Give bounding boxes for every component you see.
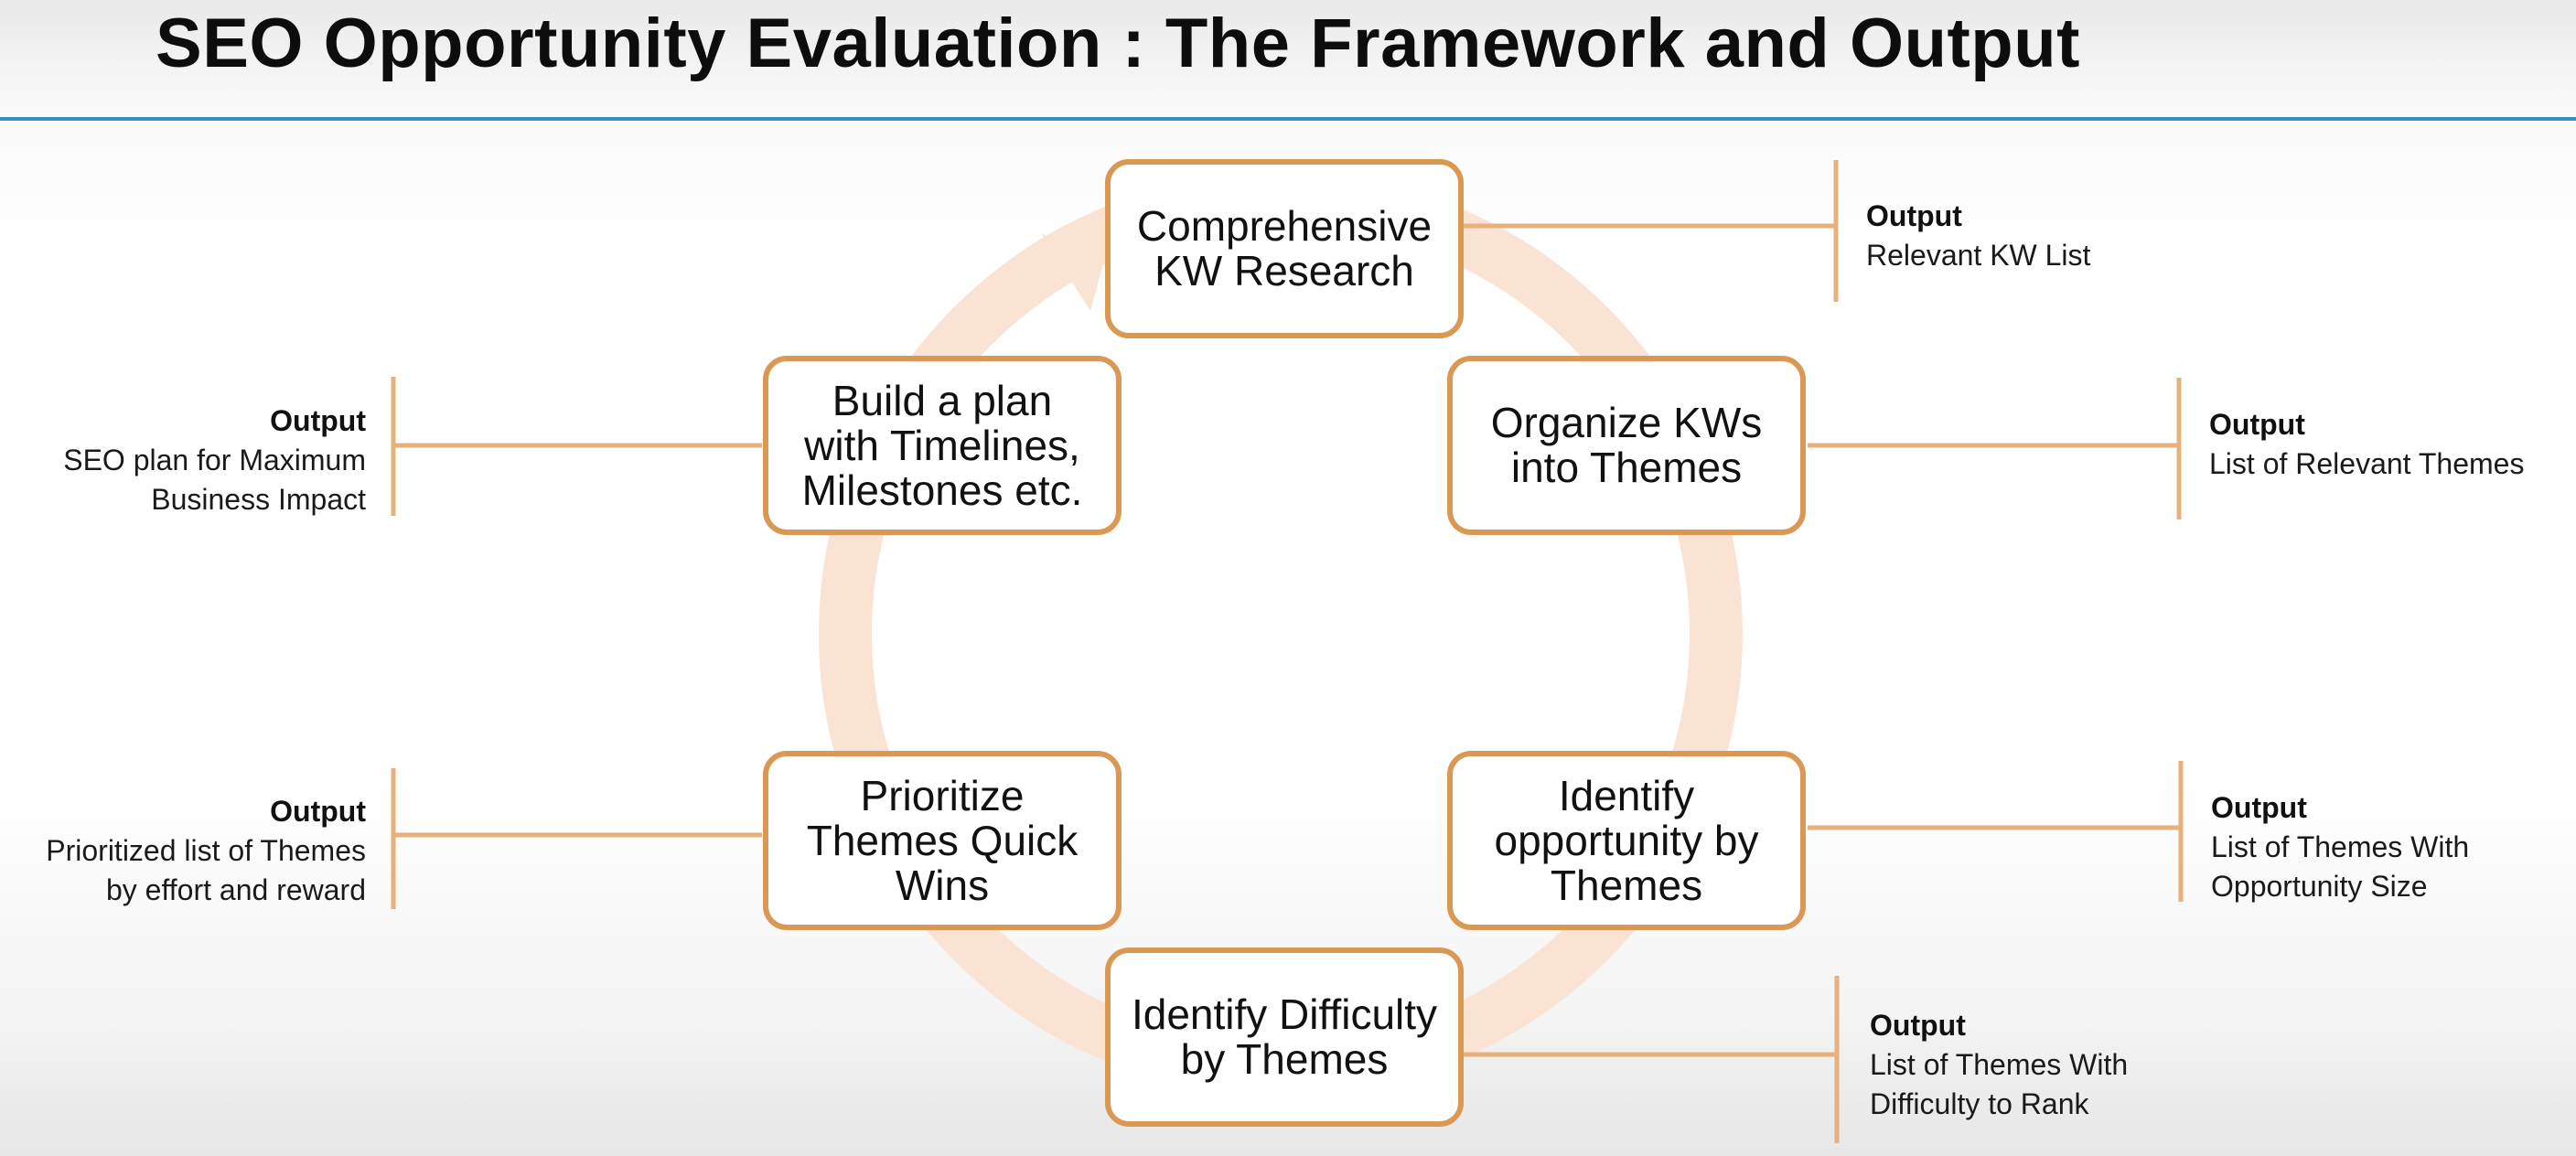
title-divider bbox=[0, 117, 2576, 121]
output-text: Prioritized list of Themes by effort and… bbox=[46, 834, 366, 906]
output-label: Output bbox=[270, 795, 366, 828]
output-text: List of Relevant Themes bbox=[2209, 447, 2525, 480]
output-difficulty: Output List of Themes With Difficulty to… bbox=[1870, 1006, 2128, 1124]
output-organize: Output List of Relevant Themes bbox=[2209, 405, 2524, 484]
step-box-plan: Build a plan with Timelines, Milestones … bbox=[763, 356, 1122, 535]
output-kw-research: Output Relevant KW List bbox=[1866, 197, 2090, 275]
output-label: Output bbox=[2211, 791, 2307, 824]
output-label: Output bbox=[1866, 199, 1962, 232]
step-box-difficulty: Identify Difficulty by Themes bbox=[1105, 947, 1464, 1127]
step-box-prioritize: Prioritize Themes Quick Wins bbox=[763, 751, 1122, 930]
output-plan: Output SEO plan for Maximum Business Imp… bbox=[63, 401, 366, 519]
output-label: Output bbox=[1870, 1009, 1966, 1042]
output-text: SEO plan for Maximum Business Impact bbox=[63, 444, 366, 516]
step-box-kw-research: Comprehensive KW Research bbox=[1105, 159, 1464, 338]
step-box-opportunity: Identify opportunity by Themes bbox=[1447, 751, 1806, 930]
output-label: Output bbox=[270, 404, 366, 437]
output-text: Relevant KW List bbox=[1866, 239, 2091, 272]
output-prioritize: Output Prioritized list of Themes by eff… bbox=[46, 792, 366, 910]
output-label: Output bbox=[2209, 408, 2305, 441]
output-text: List of Themes With Difficulty to Rank bbox=[1870, 1048, 2129, 1120]
output-opportunity: Output List of Themes With Opportunity S… bbox=[2211, 788, 2469, 906]
page-title: SEO Opportunity Evaluation : The Framewo… bbox=[156, 5, 2080, 82]
step-box-organize: Organize KWs into Themes bbox=[1447, 356, 1806, 535]
output-text: List of Themes With Opportunity Size bbox=[2211, 830, 2470, 903]
cycle-arrow-head-icon bbox=[1041, 233, 1102, 311]
